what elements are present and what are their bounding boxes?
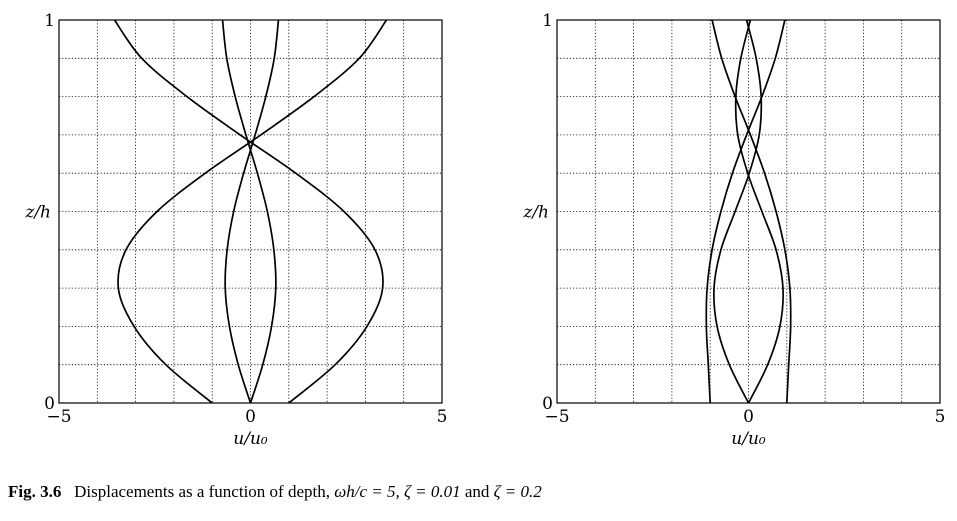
y-axis-label: z/h [24,203,51,223]
caption-connector: and [464,482,490,501]
series-line-3 [224,19,280,404]
caption-text: Displacements as a function of depth, [74,482,330,501]
caption-figure-label: Fig. 3.6 [8,482,62,501]
x-axis-label: u/u₀ [731,429,766,449]
series-line-1 [117,19,388,404]
series-line-2 [113,19,384,404]
y-tick-label: 0 [44,394,55,414]
series-line-4 [734,19,784,404]
plot-frame [556,19,941,404]
y-tick-label: 0 [542,394,553,414]
x-axis-label: u/u₀ [233,429,268,449]
x-tick-label: 5 [935,407,946,427]
y-tick-label: 1 [44,11,55,31]
x-tick-label: 0 [743,407,754,427]
y-tick-label: 1 [542,11,553,31]
x-tick-label: 0 [245,407,256,427]
x-tick-label: 5 [437,407,448,427]
caption-param-2: ζ = 0.01 [403,482,461,501]
x-tick-label: −5 [544,407,569,427]
plot-frame [58,19,443,404]
series-line-4 [221,19,277,404]
series-line-2 [711,19,792,404]
y-axis-label: z/h [522,203,549,223]
grid-lines [557,20,940,403]
series-line-1 [705,19,786,404]
caption-param-1: ωh/c = 5, [334,482,400,501]
caption-param-3: ζ = 0.2 [493,482,542,501]
series-line-3 [713,19,763,404]
figure-caption: Fig. 3.6 Displacements as a function of … [8,482,542,502]
x-tick-label: −5 [46,407,71,427]
grid-lines [59,20,442,403]
